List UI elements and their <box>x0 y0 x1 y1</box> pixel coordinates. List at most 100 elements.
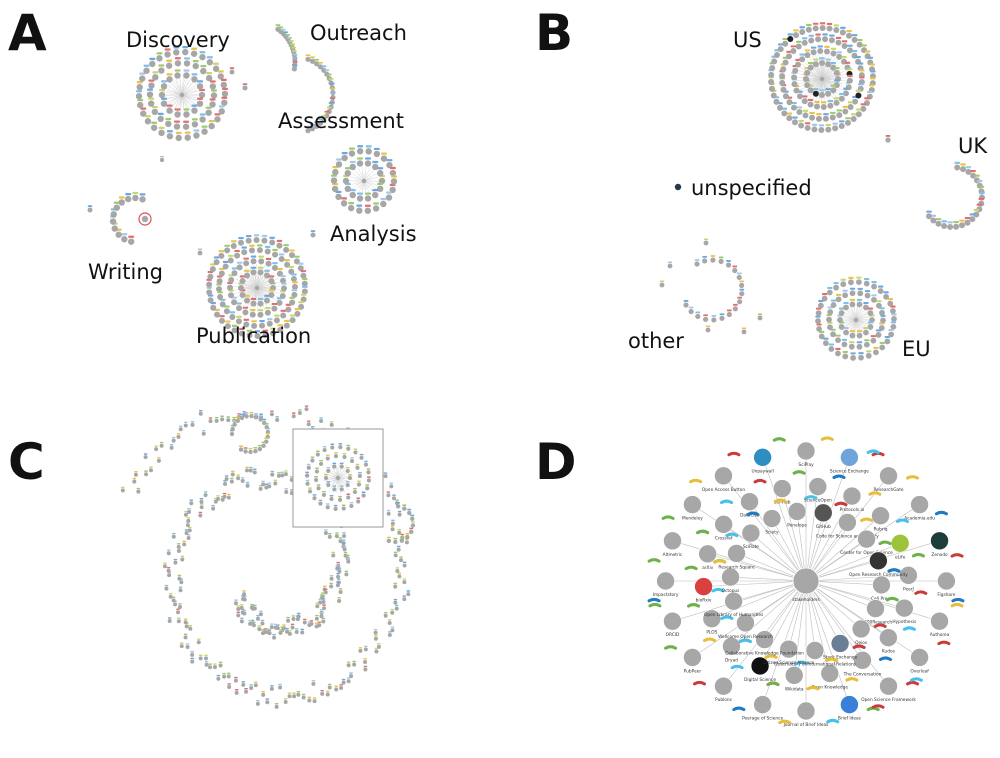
analysis-node <box>356 157 364 167</box>
uk-node <box>969 213 976 223</box>
us-node <box>804 49 811 59</box>
panel-a-label: A <box>8 4 47 62</box>
spiral-node <box>346 661 351 668</box>
assessment-node <box>317 118 324 126</box>
other-node <box>667 261 673 269</box>
analysis-node <box>377 167 384 177</box>
spiral-node <box>189 499 194 506</box>
discovery-node <box>208 120 215 130</box>
eu-node <box>821 293 828 302</box>
discovery-node <box>201 125 208 135</box>
cluster-top-node <box>261 441 266 449</box>
stakeholder-node-label: F1000Research <box>859 620 892 626</box>
spiral-node <box>176 543 181 549</box>
inset-node <box>346 444 351 451</box>
stakeholder-hub-label: stakeholders <box>792 597 820 603</box>
spiral-node <box>386 491 391 498</box>
discovery-node <box>164 48 171 58</box>
cluster-right-node <box>402 504 407 511</box>
spiral-node <box>169 444 174 450</box>
spiral-node <box>223 480 228 486</box>
us-node <box>801 95 808 105</box>
discovery-node <box>173 46 180 56</box>
spiral-node <box>292 692 297 699</box>
spiral-node <box>343 551 348 558</box>
publication-node <box>249 308 256 318</box>
discovery-stray-node <box>242 83 248 91</box>
group-label-publication: Publication <box>196 324 311 348</box>
analysis-node <box>373 147 381 158</box>
inset-node <box>330 443 335 450</box>
eu-group <box>815 276 897 361</box>
stakeholder-node: Protocols.io <box>832 474 865 513</box>
spiral-node <box>190 421 195 427</box>
analysis-node <box>389 183 396 194</box>
discovery-node <box>165 59 173 69</box>
inset-node <box>325 454 330 461</box>
publication-node <box>231 267 238 277</box>
group-label-discovery: Discovery <box>126 28 230 52</box>
uk-node <box>954 161 961 171</box>
inset-node <box>332 462 337 469</box>
stakeholder-node-label: ResearchGate <box>874 487 904 493</box>
us-node <box>833 97 840 106</box>
spiral-node <box>218 661 223 668</box>
uk-node <box>973 208 980 218</box>
discovery-node <box>217 70 224 80</box>
analysis-node <box>377 182 384 193</box>
writing-node <box>132 191 139 202</box>
spiral-node <box>314 622 319 629</box>
publication-hub-node <box>254 285 260 291</box>
other-node <box>688 306 694 315</box>
publication-stray-node <box>197 248 203 256</box>
publication-node <box>210 301 217 311</box>
inset-node <box>313 476 319 483</box>
eu-node <box>849 287 856 297</box>
discovery-node <box>174 57 182 67</box>
eu-hub-node <box>853 317 859 323</box>
cluster-top-node <box>248 447 253 455</box>
spiral-node <box>208 417 213 424</box>
spiral-node <box>290 623 295 630</box>
stakeholder-node-label: PLOS <box>706 630 717 636</box>
spiral-node <box>199 498 204 504</box>
spiral-node <box>270 470 275 477</box>
uk-node <box>935 218 942 227</box>
inset-node <box>338 443 343 450</box>
publication-node <box>290 273 297 283</box>
us-node <box>817 45 824 55</box>
other-node <box>732 303 738 312</box>
spiral-node <box>402 595 407 602</box>
spiral-node <box>287 630 292 636</box>
discovery-node <box>205 106 212 116</box>
spiral-node <box>242 590 247 597</box>
us-node <box>812 88 819 97</box>
discovery-node <box>199 113 206 123</box>
eu-node <box>890 305 896 314</box>
inset-node <box>339 462 344 469</box>
inset-node <box>326 481 331 488</box>
stakeholder-node-label: SciRate <box>743 544 759 550</box>
publication-node <box>263 269 270 279</box>
spiral-node <box>236 474 241 481</box>
inset-node <box>345 481 350 488</box>
us-node <box>811 123 818 133</box>
spiral-node <box>269 410 274 417</box>
us-node <box>793 29 800 39</box>
inset-node <box>353 448 358 455</box>
stakeholder-node: Kudos <box>879 626 916 655</box>
spiral-node <box>249 603 254 610</box>
inset-node <box>326 466 331 474</box>
spiral-node <box>211 504 216 511</box>
spiral-node <box>176 617 181 624</box>
uk-group <box>926 161 985 230</box>
stakeholder-node-label: DataCite <box>740 513 759 519</box>
us-node <box>828 34 835 44</box>
inset-node <box>356 497 361 504</box>
spiral-node <box>335 581 340 588</box>
publication-node <box>268 289 275 298</box>
